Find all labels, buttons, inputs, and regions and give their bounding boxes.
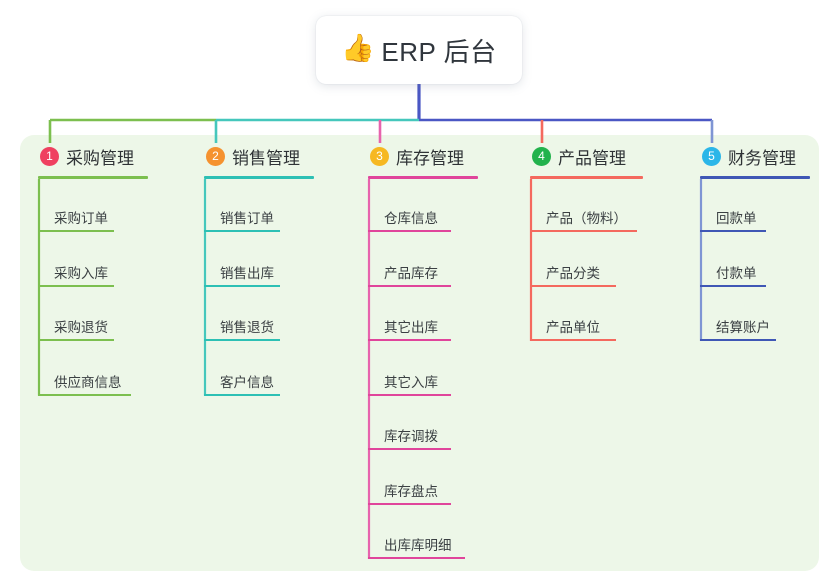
leaf-item[interactable]: 采购入库 — [38, 253, 114, 287]
leaf-item[interactable]: 其它入库 — [368, 362, 451, 396]
column-4: 4 产品管理产品（物料） 产品分类产品单位 — [530, 143, 643, 341]
column-underline — [204, 176, 314, 179]
leaf-item[interactable]: 销售退货 — [204, 307, 280, 341]
leaf-label: 库存盘点 — [384, 483, 438, 499]
column-title: 采购管理 — [66, 148, 134, 168]
column-number-badge: 5 — [702, 146, 721, 166]
leaf-underline — [204, 339, 280, 341]
leaf-item[interactable]: 产品（物料） — [530, 198, 637, 232]
leaf-underline — [204, 393, 280, 396]
leaf-item[interactable]: 库存调拨 — [368, 416, 451, 450]
leaf-underline — [368, 448, 451, 450]
leaf-underline — [700, 284, 766, 287]
leaf-item[interactable]: 其它出库 — [368, 307, 451, 341]
leaf-label: 仓库信息 — [384, 211, 438, 226]
leaf-item[interactable]: 销售出库 — [204, 253, 280, 287]
column-header-1[interactable]: 1 采购管理 — [38, 143, 148, 169]
column-title: 财务管理 — [728, 148, 796, 168]
leaf-item[interactable]: 库存盘点 — [368, 471, 451, 505]
column-number-badge: 2 — [206, 146, 225, 166]
column-number-badge: 1 — [40, 146, 59, 166]
leaf-underline — [530, 284, 616, 287]
leaf-item[interactable]: 产品单位 — [530, 307, 616, 341]
leaf-item[interactable]: 回款单 — [700, 198, 766, 232]
leaf-label: 供应商信息 — [54, 374, 122, 390]
leaf-underline — [700, 339, 776, 341]
leaf-underline — [368, 557, 465, 559]
leaf-item[interactable]: 供应商信息 — [38, 362, 131, 396]
leaf-underline — [368, 502, 451, 505]
leaf-label: 采购退货 — [54, 320, 108, 335]
leaf-label: 产品（物料） — [546, 211, 627, 226]
column-header-2[interactable]: 2 销售管理 — [204, 143, 314, 169]
leaf-item[interactable]: 出库库明细 — [368, 525, 465, 559]
leaf-label: 采购入库 — [54, 265, 108, 281]
leaf-underline — [700, 230, 766, 232]
leaf-label: 其它入库 — [384, 374, 438, 390]
leaf-underline — [38, 230, 114, 232]
leaf-label: 出库库明细 — [384, 538, 452, 553]
leaf-label: 采购订单 — [54, 211, 108, 226]
column-5: 5 财务管理回款单付款单结算账户 — [700, 143, 810, 341]
root-title: ERP 后台 — [381, 36, 497, 67]
leaf-label: 库存调拨 — [384, 429, 438, 444]
column-underline — [38, 176, 148, 179]
root-node[interactable]: 👍 ERP 后台 — [316, 16, 522, 84]
column-number-badge: 4 — [532, 146, 551, 166]
leaf-label: 销售退货 — [220, 320, 274, 335]
leaf-underline — [368, 339, 451, 341]
leaf-underline — [530, 230, 637, 232]
leaf-label: 销售订单 — [220, 211, 274, 226]
column-2: 2 销售管理销售订单销售出库销售退货客户信息 — [204, 143, 314, 396]
leaf-label: 其它出库 — [384, 320, 438, 335]
leaf-label: 产品分类 — [546, 265, 600, 281]
column-title: 产品管理 — [558, 148, 626, 168]
leaf-item[interactable]: 采购订单 — [38, 198, 114, 232]
leaf-underline — [204, 284, 280, 287]
leaf-label: 销售出库 — [220, 265, 274, 281]
column-title: 销售管理 — [232, 148, 300, 168]
leaf-item[interactable]: 客户信息 — [204, 362, 280, 396]
column-underline — [530, 176, 643, 179]
column-title: 库存管理 — [396, 148, 464, 168]
column-header-5[interactable]: 5 财务管理 — [700, 143, 810, 169]
leaf-item[interactable]: 结算账户 — [700, 307, 776, 341]
leaf-item[interactable]: 付款单 — [700, 253, 766, 287]
leaf-item[interactable]: 产品库存 — [368, 253, 451, 287]
leaf-underline — [38, 393, 131, 396]
leaf-underline — [38, 284, 114, 287]
leaf-item[interactable]: 产品分类 — [530, 253, 616, 287]
leaf-item[interactable]: 采购退货 — [38, 307, 114, 341]
leaf-underline — [368, 393, 451, 396]
column-number-badge: 3 — [370, 146, 389, 166]
leaf-underline — [368, 284, 451, 287]
leaf-label: 付款单 — [716, 265, 757, 281]
leaf-underline — [368, 230, 451, 232]
column-underline — [368, 176, 478, 179]
diagram-panel — [20, 135, 819, 571]
column-header-3[interactable]: 3 库存管理 — [368, 143, 478, 169]
leaf-underline — [530, 339, 616, 341]
leaf-underline — [204, 230, 280, 232]
thumbs-up-icon: 👍 — [341, 33, 376, 63]
column-1: 1 采购管理采购订单采购入库采购退货供应商信息 — [38, 143, 148, 396]
leaf-item[interactable]: 仓库信息 — [368, 198, 451, 232]
column-underline — [700, 176, 810, 179]
leaf-label: 产品单位 — [546, 320, 600, 335]
leaf-label: 回款单 — [716, 211, 757, 226]
leaf-label: 结算账户 — [716, 320, 770, 335]
leaf-label: 产品库存 — [384, 265, 438, 281]
column-3: 3 库存管理仓库信息产品库存其它出库其它入库库存调拨库存盘点出库库明细 — [368, 143, 478, 559]
leaf-label: 客户信息 — [220, 374, 274, 390]
leaf-underline — [38, 339, 114, 341]
leaf-item[interactable]: 销售订单 — [204, 198, 280, 232]
column-header-4[interactable]: 4 产品管理 — [530, 143, 643, 169]
